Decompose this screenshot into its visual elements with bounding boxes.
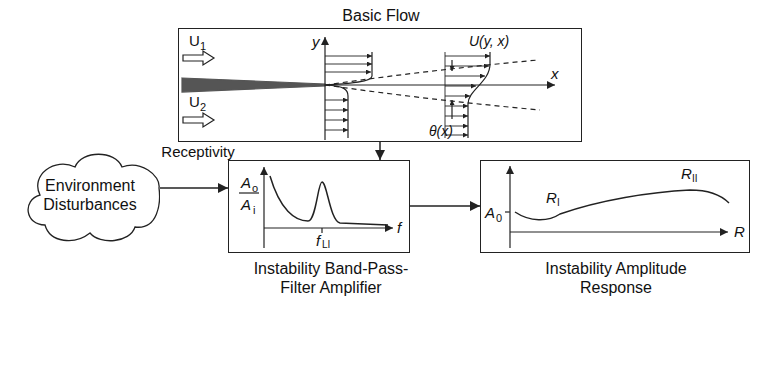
y-axis xyxy=(324,37,325,140)
y-axis xyxy=(263,167,264,248)
box-caption: Instability Amplitude Response xyxy=(516,259,716,297)
amplitude-plot xyxy=(505,166,729,248)
thickness-marker xyxy=(451,60,452,71)
velocity-symbol: U xyxy=(189,32,200,49)
axis-label: x xyxy=(551,65,559,82)
box-title: Basic Flow xyxy=(342,7,419,25)
axis-label: A xyxy=(241,196,251,213)
thickness-marker xyxy=(451,100,452,119)
flow-arrow xyxy=(379,142,381,160)
disturbance-cloud: Environment Disturbances xyxy=(20,145,160,245)
shear-layer-edge xyxy=(325,60,538,85)
axis-label: y xyxy=(312,33,320,50)
axis-label: A xyxy=(241,174,251,191)
axis-label: R xyxy=(734,223,745,240)
cloud-outline xyxy=(28,154,159,240)
subscript: i xyxy=(253,204,255,217)
subscript: 2 xyxy=(200,101,206,114)
frequency-label: f xyxy=(316,232,320,249)
thickness-label: θ(x) xyxy=(429,123,453,139)
stream-arrow xyxy=(183,51,214,65)
region-label: R xyxy=(546,189,557,206)
basic-flow-sketch xyxy=(182,37,555,140)
cloud-shape xyxy=(20,145,160,245)
edge-label: Receptivity xyxy=(161,144,234,159)
x-axis xyxy=(264,227,393,228)
amplitude-curve xyxy=(515,190,729,220)
cloud-text: Environment Disturbances xyxy=(36,176,144,214)
x-axis xyxy=(510,231,728,232)
flow-arrow xyxy=(410,205,480,207)
subscript: II xyxy=(692,173,698,185)
box-caption: Instability Band-Pass-Filter Amplifier xyxy=(241,259,421,297)
splitter-plate xyxy=(182,78,325,92)
velocity-symbol: U xyxy=(189,93,200,110)
profile-arrows xyxy=(325,56,372,130)
response-box: A0RIRIIRInstability Amplitude Response xyxy=(480,160,750,253)
x-axis xyxy=(325,84,555,85)
profile-label: U(y, x) xyxy=(469,33,509,49)
subscript: I xyxy=(557,197,560,209)
flow-arrow xyxy=(160,187,228,189)
subscript: 0 xyxy=(496,212,502,225)
velocity-profile xyxy=(326,52,372,138)
y-axis xyxy=(509,166,510,248)
subscript: o xyxy=(252,182,258,195)
axis-tick xyxy=(321,228,322,233)
subscript: 1 xyxy=(200,40,206,53)
stream-arrow xyxy=(183,113,214,127)
region-label: R xyxy=(681,165,692,182)
response-curve xyxy=(270,176,388,225)
axis-label: A xyxy=(485,204,495,221)
shear-layer-edge xyxy=(325,85,540,110)
filter-box: AoAiffLIInstability Band-Pass-Filter Amp… xyxy=(228,160,410,253)
axis-label: f xyxy=(397,219,401,236)
subscript: LI xyxy=(322,239,330,251)
basic-flow-box: Basic FlowU1U2yxU(y, x)θ(x) xyxy=(178,28,582,142)
axis-tick xyxy=(505,211,510,212)
